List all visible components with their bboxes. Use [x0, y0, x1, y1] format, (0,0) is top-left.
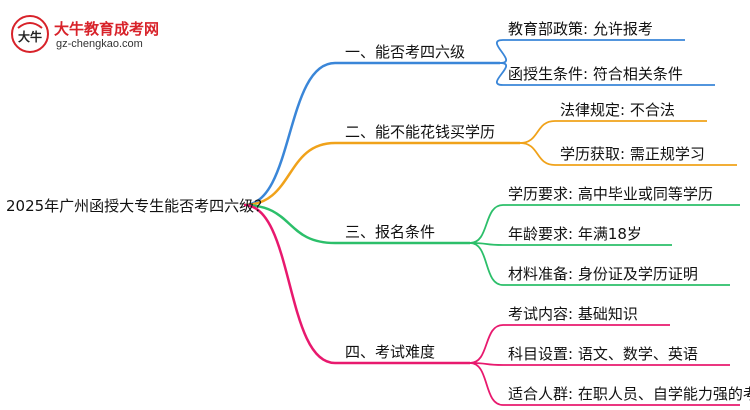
site-logo[interactable]: 大牛 大牛教育成考网 gz-chengkao.com — [10, 6, 170, 58]
branch-connector — [243, 61, 336, 207]
leaf-label: 法律规定: 不合法 — [560, 101, 675, 119]
leaf-connector — [469, 324, 504, 364]
branch-connector — [243, 141, 336, 207]
leaf-connector — [496, 39, 507, 64]
leaf-label: 学历获取: 需正规学习 — [560, 145, 705, 163]
leaf-label: 考试内容: 基础知识 — [508, 305, 638, 323]
leaf-connector — [496, 62, 507, 86]
leaf-connector — [469, 362, 504, 406]
branch-connector — [243, 203, 336, 365]
leaf-label: 函授生条件: 符合相关条件 — [508, 65, 683, 83]
leaf-label: 适合人群: 在职人员、自学能力强的考生 — [508, 385, 750, 403]
root-topic: 2025年广州函授大专生能否考四六级？ — [6, 197, 270, 215]
logo-emblem-icon: 大牛 — [11, 15, 49, 53]
logo-brand-text: 大牛教育成考网 — [54, 20, 160, 38]
leaf-connector — [469, 242, 504, 286]
branch-label-3: 三、报名条件 — [345, 223, 436, 241]
logo-url-text: gz-chengkao.com — [56, 38, 143, 50]
leaf-connector — [469, 204, 504, 244]
leaf-label: 科目设置: 语文、数学、英语 — [508, 345, 698, 363]
branch-label-1: 一、能否考四六级 — [345, 43, 466, 61]
branch-label-4: 四、考试难度 — [345, 343, 436, 361]
leaf-label: 教育部政策: 允许报考 — [508, 20, 653, 38]
leaf-label: 学历要求: 高中毕业或同等学历 — [508, 185, 713, 203]
branch-label-2: 二、能不能花钱买学历 — [345, 123, 496, 141]
leaf-label: 材料准备: 身份证及学历证明 — [508, 265, 698, 283]
branch-connector — [243, 203, 336, 245]
leaf-connector — [519, 142, 556, 166]
logo-emblem-text: 大牛 — [18, 29, 42, 44]
leaf-connector — [519, 120, 556, 144]
leaf-label: 年龄要求: 年满18岁 — [508, 225, 642, 243]
